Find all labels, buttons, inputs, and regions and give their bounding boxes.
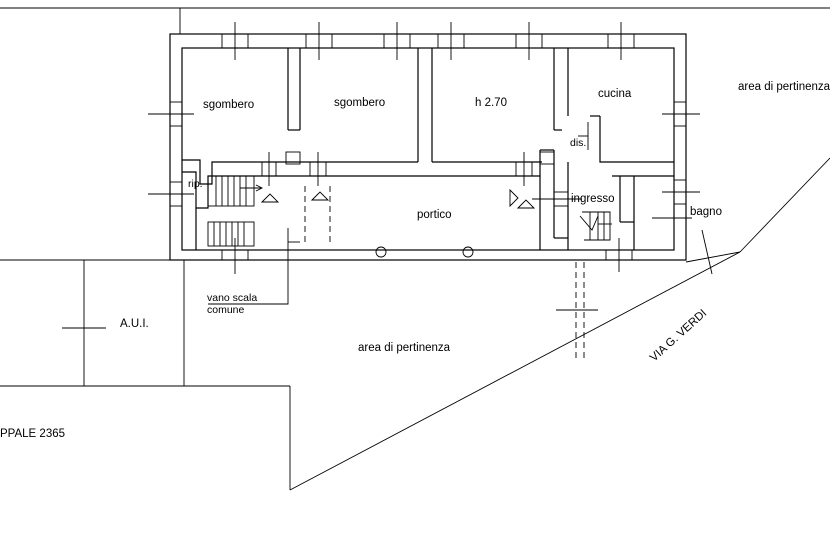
room-label-dis: dis.: [570, 137, 586, 149]
room-label-bagno: bagno: [690, 206, 722, 218]
room-label-sgombero-1: sgombero: [203, 99, 254, 111]
room-labels: sgombero sgombero h 2.70 cucina dis. rip…: [188, 88, 722, 221]
room-label-sgombero-2: sgombero: [334, 97, 385, 109]
building-outline: [169, 33, 687, 261]
room-label-height: h 2.70: [475, 97, 507, 109]
label-comune: comune: [207, 304, 245, 316]
label-area-pertinenza-bottom: area di pertinenza: [358, 342, 451, 354]
label-street: VIA G. VERDI: [648, 307, 709, 364]
label-aui: A.U.I.: [120, 318, 149, 330]
openings: [304, 122, 598, 358]
room-label-cucina: cucina: [598, 88, 632, 100]
label-parcel: PPALE 2365: [0, 428, 65, 440]
portico-columns: [375, 246, 474, 258]
site-boundaries: [0, 7, 830, 491]
windows: [148, 22, 700, 274]
label-vano-scala: vano scala: [207, 292, 257, 304]
interior-walls: [182, 48, 692, 305]
room-label-ingresso: ingresso: [571, 193, 614, 205]
room-label-rip: rip.: [188, 178, 203, 190]
label-area-pertinenza-right: area di pertinenza: [738, 81, 830, 93]
level-markers: [260, 188, 536, 209]
room-label-portico: portico: [417, 209, 452, 221]
